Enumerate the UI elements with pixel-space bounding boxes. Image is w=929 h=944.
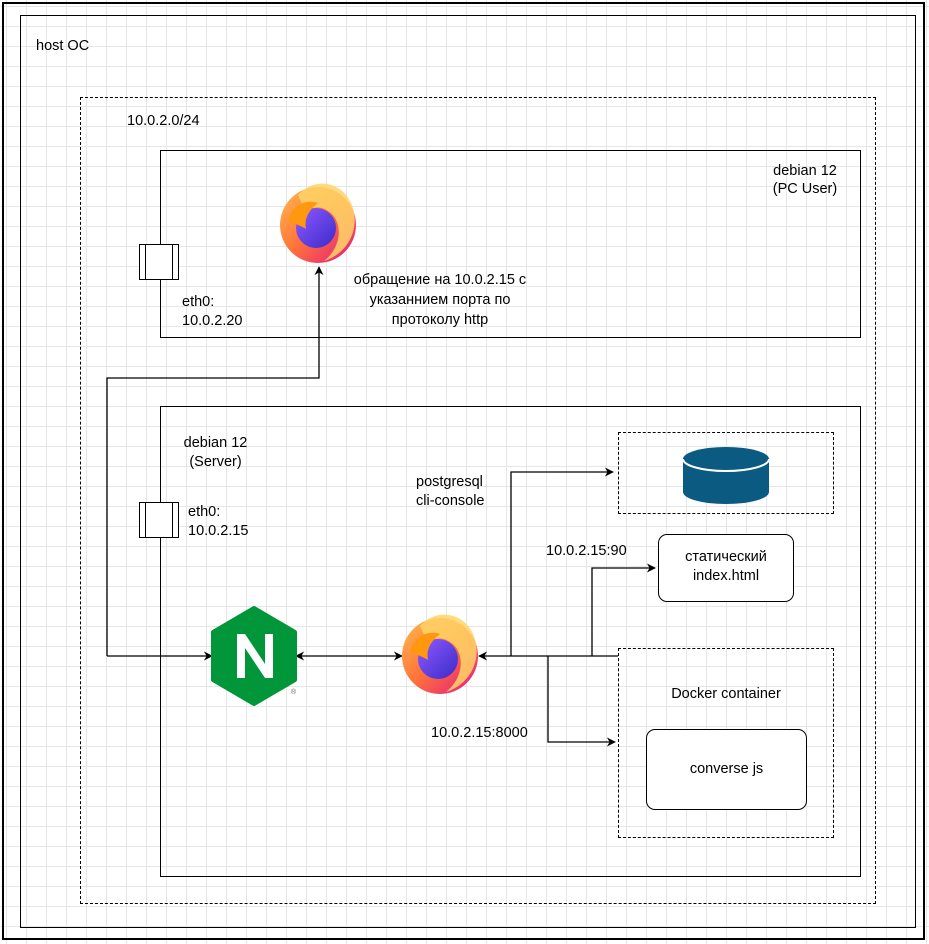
- firefox-icon: [402, 614, 478, 694]
- pc-user-subtitle: (PC User): [772, 181, 838, 197]
- server-eth0-port: [139, 502, 179, 538]
- converse-js-label: converse js: [689, 761, 764, 777]
- docker-label: Docker container: [671, 686, 781, 702]
- pc-user-title: debian 12: [773, 163, 837, 179]
- nginx-icon: ®: [211, 606, 297, 706]
- static-index-line-2: index.html: [692, 568, 760, 584]
- firefox-icon: [280, 183, 356, 263]
- pc-user-eth-label: eth0:: [182, 294, 215, 310]
- svg-text:®: ®: [291, 688, 297, 696]
- link-to-static-index: [591, 563, 656, 656]
- docker-port-label: 10.0.2.15:8000: [431, 725, 528, 741]
- pc-user-eth0-port: [139, 244, 179, 280]
- static-index-box: [658, 534, 794, 602]
- pc-user-note-line-1: обращение на 10.0.2.15 с: [353, 272, 527, 288]
- link-to-docker: [547, 656, 616, 747]
- docker-container: [618, 648, 834, 838]
- server-eth-ip: 10.0.2.15: [188, 523, 249, 539]
- link-server-to-client-browser: [106, 266, 324, 656]
- link-to-database: [510, 467, 614, 656]
- server-title: debian 12: [183, 435, 248, 451]
- database-icon: [682, 447, 770, 504]
- postgres-edge-label-1: postgresql: [416, 474, 483, 490]
- converse-js-box: [646, 729, 807, 810]
- pc-user-note-line-3: протоколу http: [391, 312, 489, 328]
- static-index-line-1: статический: [685, 549, 767, 565]
- server-eth-label: eth0:: [188, 504, 221, 520]
- postgres-edge-label-2: cli-console: [416, 493, 485, 509]
- database-container: [618, 432, 834, 514]
- server-host: [160, 406, 861, 877]
- pc-user-note-line-2: указаннием порта по: [369, 292, 511, 308]
- pc-user-eth-ip: 10.0.2.20: [182, 313, 243, 329]
- static-port-label: 10.0.2.15:90: [546, 543, 627, 559]
- host-label: host OC: [36, 38, 90, 54]
- network-boundary: [80, 97, 876, 904]
- server-subtitle: (Server): [189, 454, 242, 470]
- host-boundary: [20, 15, 916, 928]
- network-label: 10.0.2.0/24: [127, 113, 200, 129]
